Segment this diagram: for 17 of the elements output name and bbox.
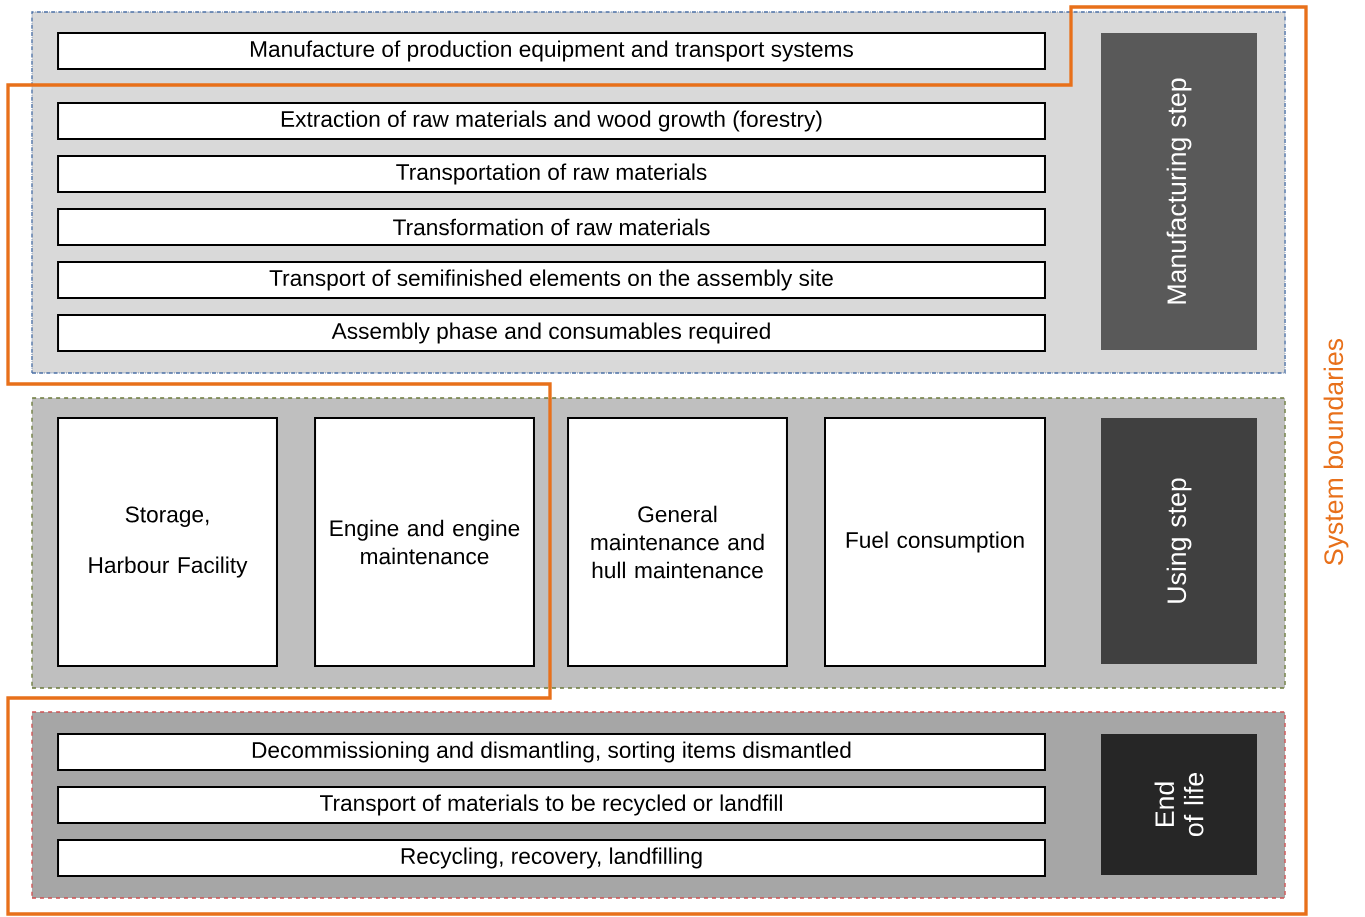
process-box: Transport of materials to be recycled or landfill	[57, 786, 1046, 824]
process-box: Recycling, recovery, landfilling	[57, 839, 1046, 877]
stage-label-box: Using step	[1101, 418, 1257, 664]
process-box: Transformation of raw materials	[57, 208, 1046, 246]
process-box: Extraction of raw materials and wood growth (forestry)	[57, 102, 1046, 140]
stage-label-box: End of life	[1101, 733, 1257, 876]
process-box: Engine and engine maintenance	[314, 417, 535, 667]
process-box: Assembly phase and consumables required	[57, 314, 1046, 352]
process-box: Manufacture of production equipment and transport systems	[57, 32, 1046, 70]
process-box: General maintenance and hull maintenance	[567, 417, 788, 667]
process-box: Transport of semifinished elements on the assembly site	[57, 261, 1046, 299]
process-box: Fuel consumption	[824, 417, 1046, 667]
process-box: Transportation of raw materials	[57, 155, 1046, 193]
boundary-label: System boundaries	[1323, 338, 1349, 565]
process-box: Decommissioning and dismantling, sorting items dismantled	[57, 733, 1046, 771]
process-box: Storage, Harbour Facility	[57, 417, 278, 667]
stage-label-box: Manufacturing step	[1101, 32, 1257, 351]
